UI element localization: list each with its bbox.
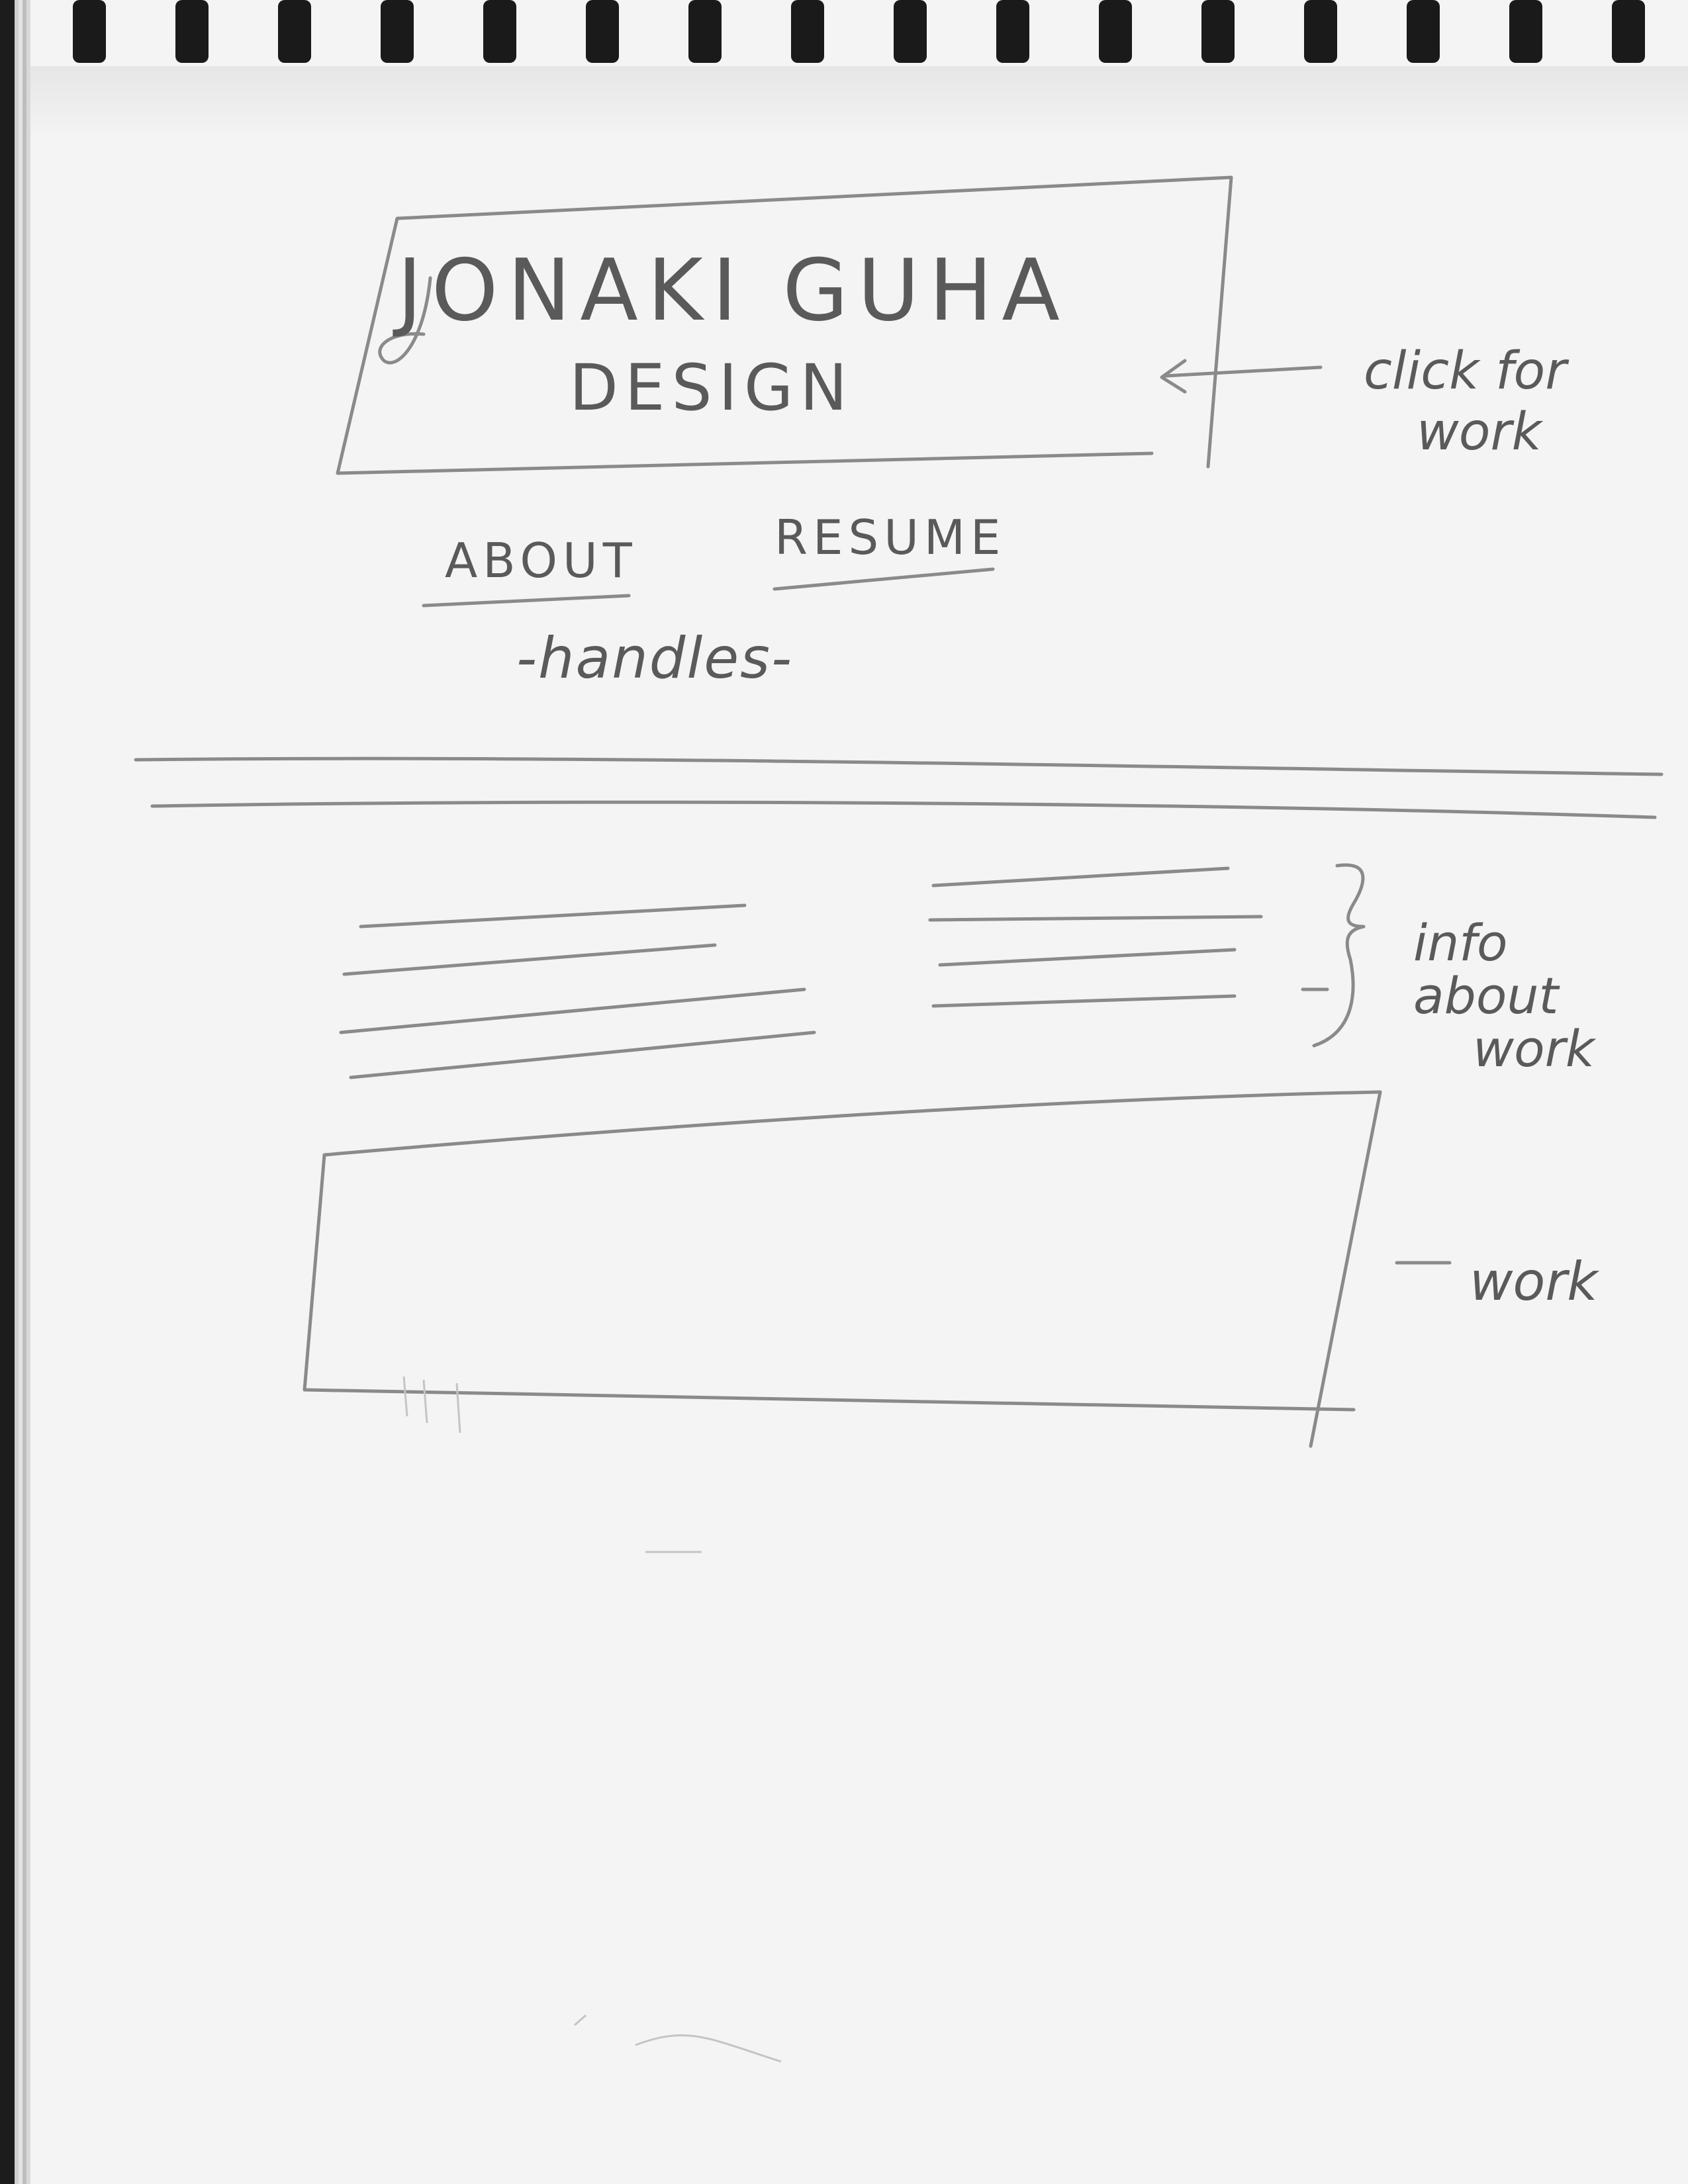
- annotation-info-line2: about: [1413, 966, 1559, 1025]
- nav-about-link[interactable]: ABOUT: [445, 533, 637, 588]
- about-underline: [422, 594, 631, 608]
- spiral-binding: [73, 0, 1645, 63]
- annotation-click-line1: click for: [1364, 341, 1567, 401]
- nav-resume-link[interactable]: RESUME: [774, 510, 1006, 565]
- paper-smudges: [402, 1376, 782, 2063]
- header-divider-bottom: [150, 800, 1657, 819]
- info-brace-icon: [1312, 863, 1366, 1048]
- logo-flourish: [378, 276, 432, 365]
- logo-box: [336, 175, 1233, 475]
- info-line-right-3: [938, 948, 1237, 967]
- annotation-info-about-work: info about work: [1413, 917, 1595, 1075]
- info-line-left-2: [342, 943, 717, 976]
- paper-perforation-band: [30, 66, 1688, 139]
- annotation-click-line2: work: [1417, 402, 1542, 462]
- annotation-info-line1: info: [1413, 913, 1508, 972]
- info-line-right-2: [928, 915, 1263, 922]
- resume-underline: [773, 567, 995, 591]
- annotation-click-for-work: click for work: [1364, 341, 1566, 463]
- click-arrow-icon: [1160, 359, 1323, 394]
- work-box: [303, 1090, 1382, 1448]
- info-line-left-3: [339, 987, 806, 1034]
- info-line-right-4: [931, 994, 1237, 1008]
- annotation-work: work: [1470, 1251, 1598, 1312]
- sketchbook-page: [26, 0, 1688, 2184]
- header-divider-top: [134, 756, 1664, 776]
- info-line-left-1: [359, 903, 747, 929]
- annotation-info-line3: work: [1473, 1019, 1595, 1078]
- social-handles[interactable]: -handles-: [516, 625, 793, 692]
- logo-name[interactable]: JONAKI GUHA: [397, 242, 1069, 340]
- logo-subtitle[interactable]: DESIGN: [569, 351, 855, 425]
- info-line-left-4: [349, 1030, 816, 1079]
- info-line-right-1: [931, 866, 1230, 887]
